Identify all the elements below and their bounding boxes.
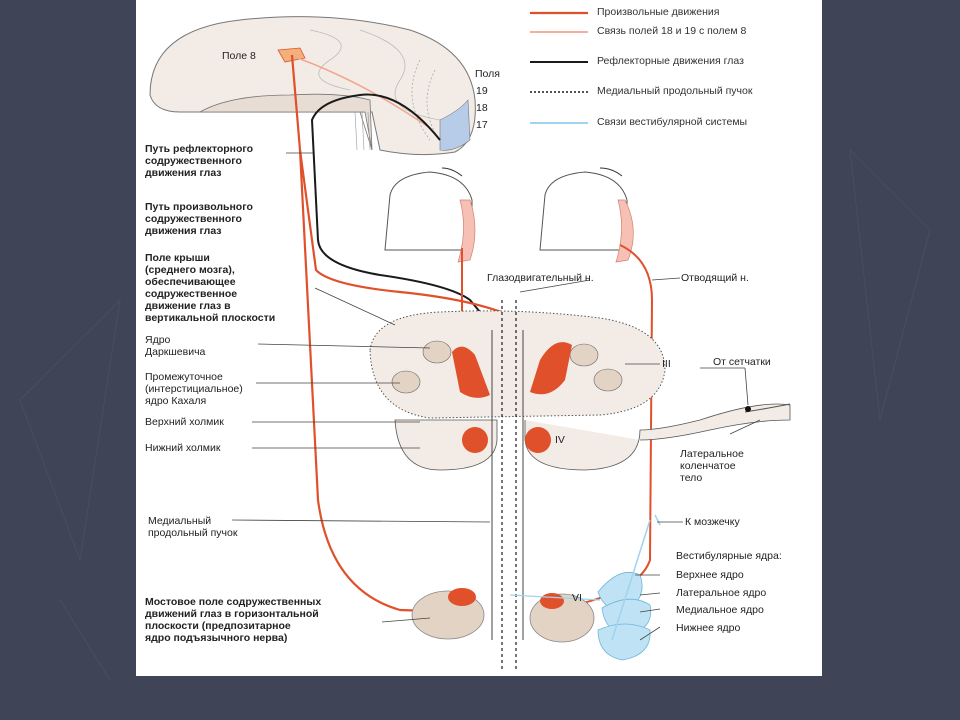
pons xyxy=(411,588,595,643)
superior-colliculus-label: Верхний холмик xyxy=(145,416,224,428)
nucleus-III-label: III xyxy=(662,358,671,370)
vestibular-mlf-link xyxy=(509,594,601,601)
legend-mlf: Медиальный продольный пучок xyxy=(597,85,753,97)
field-8-label: Поле 8 xyxy=(222,50,256,62)
to-cerebellum-arrow xyxy=(654,514,661,526)
left-eye-rotation-arrow xyxy=(441,167,463,177)
pontine-gaze-center xyxy=(448,588,476,606)
reflex-path xyxy=(310,93,481,313)
vestibular-lateral-label: Латеральное ядро xyxy=(676,587,767,599)
field-18-label: 18 xyxy=(476,102,488,114)
nucleus-VI xyxy=(540,593,564,609)
nucleus-VI-label: VI xyxy=(572,592,582,604)
vestibular-title-label: Вестибулярные ядра: xyxy=(676,550,782,562)
nucleus-IV-left xyxy=(462,427,488,453)
nucleus-III-left xyxy=(452,346,490,398)
nucleus-IV-label: IV xyxy=(555,434,565,446)
left-eye xyxy=(384,167,476,263)
cajal-nucleus-right xyxy=(593,368,623,392)
field-17-label: 17 xyxy=(476,119,488,131)
cortex-hemisphere xyxy=(149,16,476,156)
midbrain xyxy=(369,310,666,419)
vestibular-cerebellar-link xyxy=(611,519,651,641)
darkshevich-nucleus-right xyxy=(569,343,599,367)
nucleus-III-right xyxy=(530,342,572,395)
background-decoration xyxy=(19,148,931,681)
to-cerebellum-label: К мозжечку xyxy=(685,516,740,528)
leader-lines xyxy=(231,152,761,641)
from-retina-label: От сетчатки xyxy=(713,356,771,368)
field-19-label: 19 xyxy=(476,85,488,97)
voluntary-path-lower xyxy=(298,149,461,614)
legend-voluntary: Произвольные движения xyxy=(597,6,720,18)
field-17-area xyxy=(439,99,471,151)
midline-tracts xyxy=(491,330,524,640)
darkshevich-nucleus-left xyxy=(422,340,452,364)
mlf-label: Медиальный продольный пучок xyxy=(148,515,238,539)
right-eye xyxy=(539,167,634,263)
right-eye-rotation-arrow xyxy=(599,167,623,177)
inferior-colliculus-label: Нижний холмик xyxy=(145,442,221,454)
legend-association: Связь полей 18 и 19 с полем 8 xyxy=(597,25,747,37)
cajal-nucleus-left xyxy=(391,370,421,394)
abducens-nerve-label: Отводящий н. xyxy=(681,272,749,284)
legend-lines xyxy=(530,11,588,124)
voluntary-path-label: Путь произвольного содружественного движ… xyxy=(145,201,253,237)
cajal-label: Промежуточное (интерстициальное) ядро Ка… xyxy=(145,371,243,407)
oculomotor-nerve-label: Глазодвигательный н. xyxy=(487,272,594,284)
mlf-tracts xyxy=(501,300,517,670)
reflex-path-label: Путь рефлекторного содружественного движ… xyxy=(145,143,254,179)
darkshevich-label: Ядро Даркшевича xyxy=(145,334,206,358)
pontine-center-label: Мостовое поле содружественных движений г… xyxy=(145,596,322,644)
colliculi xyxy=(394,403,791,471)
retina-input-dot xyxy=(745,406,751,412)
vestibular-nuclei xyxy=(597,571,652,661)
nucleus-IV-right xyxy=(525,427,551,453)
legend-reflex: Рефлекторные движения глаз xyxy=(597,55,744,67)
vestibular-upper-label: Верхнее ядро xyxy=(676,569,744,581)
vestibular-lower-label: Нижнее ядро xyxy=(676,622,741,634)
legend-vestibular: Связи вестибулярной системы xyxy=(597,116,748,128)
tectum-label: Поле крыши (среднего мозга), обеспечиваю… xyxy=(145,252,276,324)
fields-title-label: Поля xyxy=(475,68,500,80)
lgn-label: Латеральное коленчатое тело xyxy=(680,448,744,484)
vestibular-medial-label: Медиальное ядро xyxy=(676,604,764,616)
association-path xyxy=(291,55,431,129)
